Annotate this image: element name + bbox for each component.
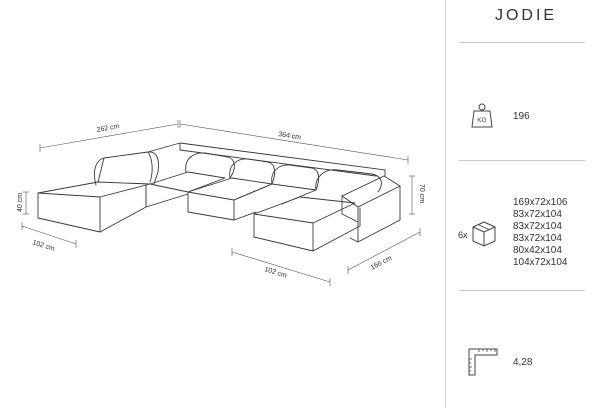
package-dimension: 83x72x104 <box>513 209 562 220</box>
product-title: JODIE <box>494 7 558 24</box>
weight-value: 196 <box>513 111 530 122</box>
divider-middle <box>459 160 585 161</box>
package-dimension: 83x72x104 <box>513 233 562 244</box>
sofa-dimension-diagram: 262 cm 364 cm 70 cm 40 cm 102 cm 102 cm … <box>17 120 425 286</box>
volume-ruler-icon <box>467 347 499 382</box>
sofa-outline <box>37 142 401 252</box>
divider-bottom <box>459 290 585 291</box>
dimension-lines <box>21 120 421 286</box>
volume-value: 4,28 <box>513 357 533 368</box>
package-dimension: 83x72x104 <box>513 221 562 232</box>
package-dimensions-list: 169x72x106 83x72x104 83x72x104 83x72x104… <box>513 197 568 269</box>
dim-width-total: 364 cm <box>278 131 302 142</box>
dim-depth-chaise: 102 cm <box>263 266 287 279</box>
dim-depth-left: 102 cm <box>31 239 55 253</box>
package-dimension: 104x72x104 <box>513 257 568 268</box>
dim-width-left: 262 cm <box>96 123 120 134</box>
weight-icon: KG <box>470 103 494 134</box>
package-dimension: 80x42x104 <box>513 245 562 256</box>
package-box-icon <box>471 220 497 253</box>
dim-height: 70 cm <box>418 184 425 203</box>
weight-icon-label: KG <box>477 117 486 124</box>
package-multiplier: 6x <box>458 230 468 240</box>
dim-depth-right: 166 cm <box>370 255 394 272</box>
dim-seat-height: 40 cm <box>17 193 24 212</box>
divider-top <box>459 42 585 43</box>
package-dimension: 169x72x106 <box>513 197 568 208</box>
panel-divider-vertical <box>445 0 446 408</box>
